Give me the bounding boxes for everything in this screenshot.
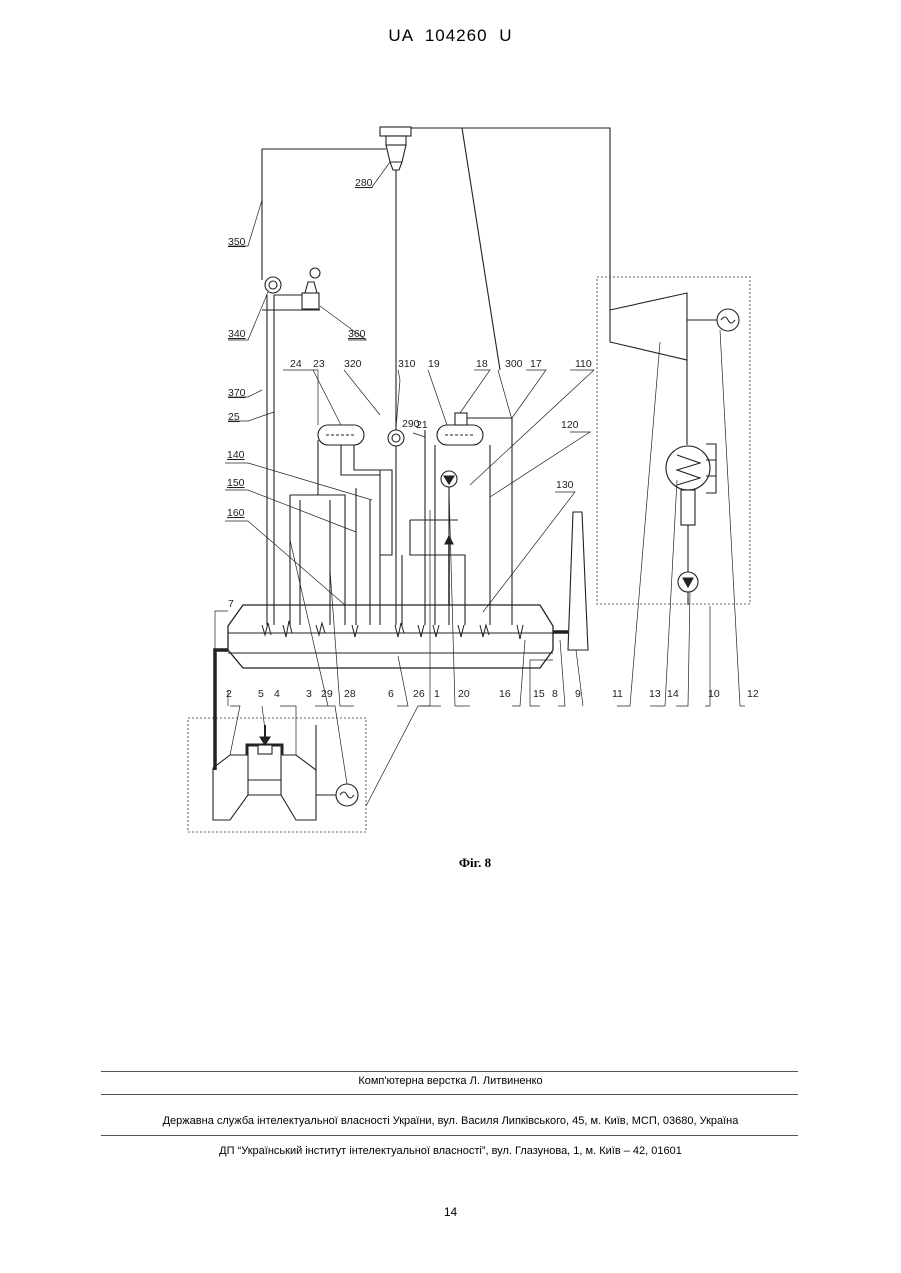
label-26: 26 xyxy=(413,688,425,700)
label-19: 19 xyxy=(428,358,440,370)
label-350: 350 xyxy=(228,236,246,248)
label-130: 130 xyxy=(556,479,574,491)
label-12: 12 xyxy=(747,688,759,700)
footer-rule-top xyxy=(101,1071,798,1072)
label-18: 18 xyxy=(476,358,488,370)
figure-caption: Фіг. 8 xyxy=(0,855,901,871)
label-23: 23 xyxy=(313,358,325,370)
label-160: 160 xyxy=(227,507,245,519)
footer-service-address: Державна служба інтелектуальної власност… xyxy=(60,1115,841,1127)
label-2: 2 xyxy=(226,688,232,700)
label-13: 13 xyxy=(649,688,661,700)
footer-institute-address: ДП “Український інститут інтелектуальної… xyxy=(60,1145,841,1157)
label-150: 150 xyxy=(227,477,245,489)
label-3: 3 xyxy=(306,688,312,700)
footer-layout-credit: Комп'ютерна верстка Л. Литвиненко xyxy=(60,1075,841,1087)
label-14: 14 xyxy=(667,688,679,700)
label-17: 17 xyxy=(530,358,542,370)
footer-rule-middle xyxy=(101,1094,798,1095)
page-number: 14 xyxy=(0,1205,901,1219)
label-25: 25 xyxy=(228,411,240,423)
label-8: 8 xyxy=(552,688,558,700)
label-21: 21 xyxy=(416,419,428,431)
label-16: 16 xyxy=(499,688,511,700)
label-370: 370 xyxy=(228,387,246,399)
label-310: 310 xyxy=(398,358,416,370)
label-11: 11 xyxy=(612,688,623,700)
label-300: 300 xyxy=(505,358,523,370)
label-4: 4 xyxy=(274,688,280,700)
label-340: 340 xyxy=(228,328,246,340)
label-7: 7 xyxy=(228,598,234,610)
label-5: 5 xyxy=(258,688,264,700)
label-280: 280 xyxy=(355,177,373,189)
label-110: 110 xyxy=(575,358,592,370)
label-120: 120 xyxy=(561,419,579,431)
label-15: 15 xyxy=(533,688,545,700)
label-1: 1 xyxy=(434,688,440,700)
footer-rule-bottom xyxy=(101,1135,798,1136)
label-28: 28 xyxy=(344,688,356,700)
label-9: 9 xyxy=(575,688,581,700)
label-360: 360 xyxy=(348,328,366,340)
label-24: 24 xyxy=(290,358,302,370)
label-20: 20 xyxy=(458,688,470,700)
label-6: 6 xyxy=(388,688,394,700)
label-320: 320 xyxy=(344,358,362,370)
label-140: 140 xyxy=(227,449,245,461)
label-29: 29 xyxy=(321,688,333,700)
label-10: 10 xyxy=(708,688,720,700)
